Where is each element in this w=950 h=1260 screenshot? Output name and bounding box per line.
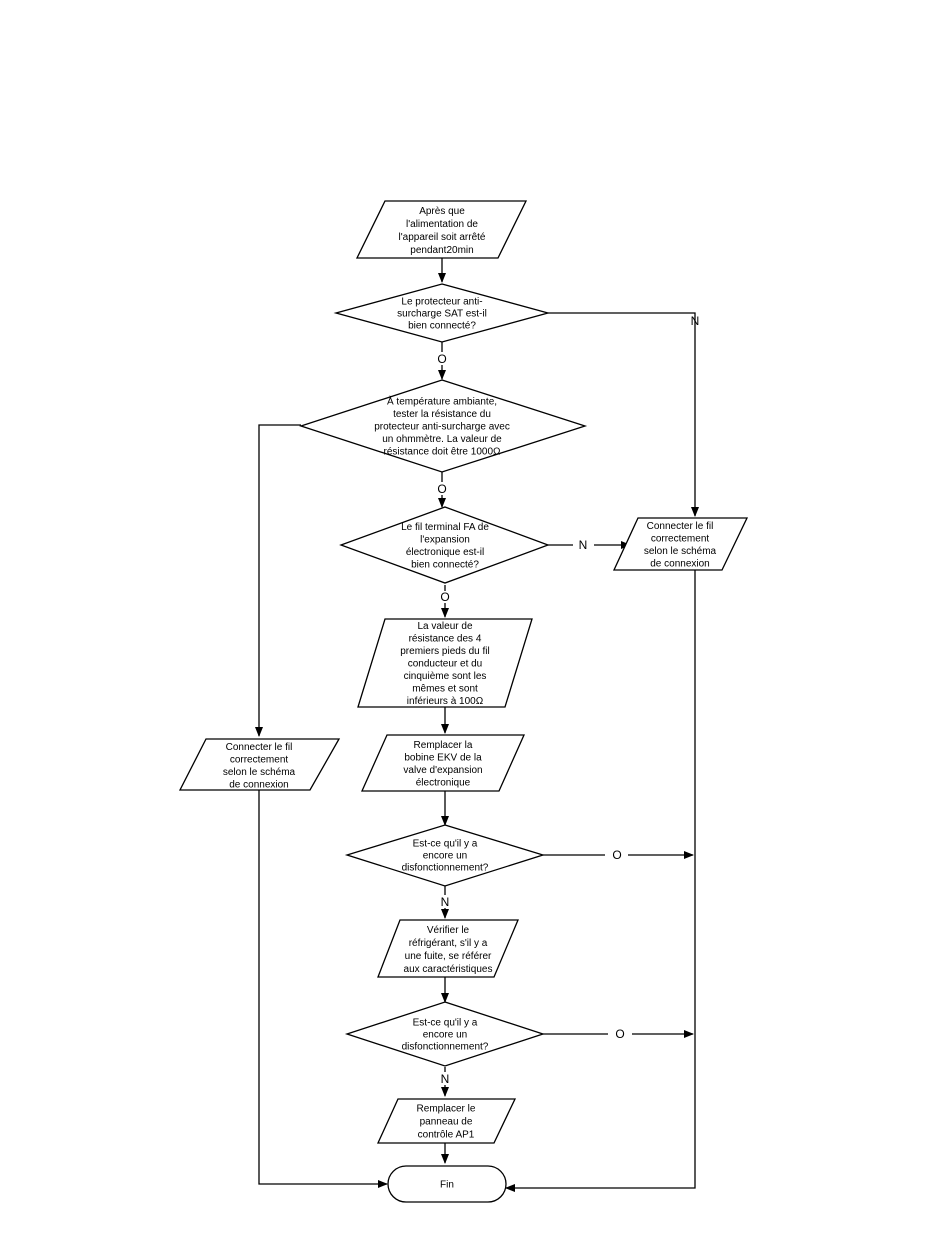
start-text: Après que l'alimentation de l'appareil soi… (399, 206, 486, 256)
node-text-line: panneau de (420, 1117, 473, 1128)
node-text-line: Connecter le fil (226, 742, 293, 753)
node-text-line: selon le schéma (644, 546, 717, 557)
node-text-line: Vérifier le (427, 925, 470, 936)
label-d1-yes: O (437, 352, 446, 366)
node-text-line: électronique est-il (406, 547, 484, 558)
decision-fa-wire (339, 506, 550, 584)
node-text-line: correctement (230, 754, 289, 765)
node-text-line: de connexion (650, 558, 710, 569)
label-d2-yes: O (437, 482, 446, 496)
replace-ap1-parallelogram (376, 1098, 517, 1144)
node-text-line: bobine EKV de la (404, 752, 482, 763)
node-text-line: bien connecté? (411, 559, 479, 570)
node-text-line: correctement (651, 533, 710, 544)
node-text-line: cinquième sont les (404, 671, 487, 682)
decision-sat-connected (333, 283, 551, 343)
decision-resistance-test-text: À température ambiante,tester la résista… (374, 395, 510, 458)
replace-ap1-text: Remplacer le panneau de contrôle AP1 (417, 1104, 476, 1141)
node-text-line: l'appareil soit arrêté (399, 232, 486, 243)
node-text-line: Le protecteur anti- (401, 297, 482, 308)
end-terminator (387, 1165, 507, 1203)
node-text-line: l'alimentation de (406, 219, 478, 230)
label-d5-yes: O (615, 1027, 624, 1041)
node-text-line: tester la résistance du (393, 409, 491, 420)
node-text-line: Après que (419, 206, 465, 217)
resistance-values-parallelogram (357, 618, 533, 708)
node-text-line: Le fil terminal FA de (401, 522, 489, 533)
node-text-line: selon le schéma (223, 767, 296, 778)
label-d3-yes: O (440, 590, 449, 604)
decision-resistance-test (298, 379, 588, 473)
node-text-line: encore un (423, 851, 467, 862)
node-text-line: inférieurs à 100Ω (407, 696, 484, 707)
node-text-line: Remplacer la (414, 740, 473, 751)
check-refrigerant-parallelogram (377, 919, 519, 978)
connectors (255, 258, 699, 1192)
node-text-line: bien connecté? (408, 321, 476, 332)
node-text-line: disfonctionnement? (402, 863, 489, 874)
label-d3-no: N (579, 538, 588, 552)
node-text-line: une fuite, se référer (405, 951, 492, 962)
node-text-line: encore un (423, 1030, 467, 1041)
decision-still-fault-1 (344, 824, 546, 887)
edge-d2-no (255, 424, 301, 737)
node-text-line: Fin (440, 1180, 454, 1191)
node-text-line: résistance des 4 (409, 634, 482, 645)
node-text-line: de connexion (229, 779, 289, 790)
label-d4-yes: O (612, 848, 621, 862)
node-text-line: Est-ce qu'il y a (413, 839, 478, 850)
check-refrigerant-text: Vérifier le réfrigérant, s'il y a une fuit… (404, 925, 493, 975)
node-text-line: réfrigérant, s'il y a (409, 938, 488, 949)
end-text: Fin (440, 1180, 454, 1191)
replace-ekv-parallelogram (360, 734, 526, 792)
node-text-line: aux caractéristiques (404, 964, 493, 975)
edge-left-to-end (258, 790, 388, 1188)
node-text-line: l'expansion (420, 534, 470, 545)
node-text-line: Est-ce qu'il y a (413, 1018, 478, 1029)
node-text-line: mêmes et sont (412, 684, 478, 695)
node-text-line: valve d'expansion (403, 765, 482, 776)
node-text-line: Remplacer le (417, 1104, 476, 1115)
node-text-line: disfonctionnement? (402, 1042, 489, 1053)
node-text-line: un ohmmètre. La valeur de (382, 434, 502, 445)
node-text-line: premiers pieds du fil (400, 646, 489, 657)
edge-d1-no (548, 312, 699, 517)
node-text-line: pendant20min (410, 245, 473, 256)
start-parallelogram (355, 200, 528, 259)
label-d5-no: N (441, 1072, 450, 1086)
node-text-line: La valeur de (417, 621, 472, 632)
node-text-line: conducteur et du (408, 659, 483, 670)
node-text-line: À température ambiante, (387, 395, 497, 408)
label-d1-no: N (691, 314, 700, 328)
decision-still-fault-2 (344, 1001, 546, 1067)
node-text-line: résistance doit être 1000Ω (384, 447, 502, 458)
node-text-line: protecteur anti-surcharge avec (374, 422, 510, 433)
node-text-line: Connecter le fil (647, 521, 714, 532)
connect-wire-right-parallelogram (612, 517, 749, 571)
node-text-line: contrôle AP1 (418, 1130, 475, 1141)
node-text-line: surcharge SAT est-il (397, 309, 487, 320)
label-d4-no: N (441, 895, 450, 909)
node-text-line: électronique (416, 777, 471, 788)
connect-wire-left-parallelogram (178, 738, 341, 791)
edge-right-to-end (505, 570, 696, 1192)
